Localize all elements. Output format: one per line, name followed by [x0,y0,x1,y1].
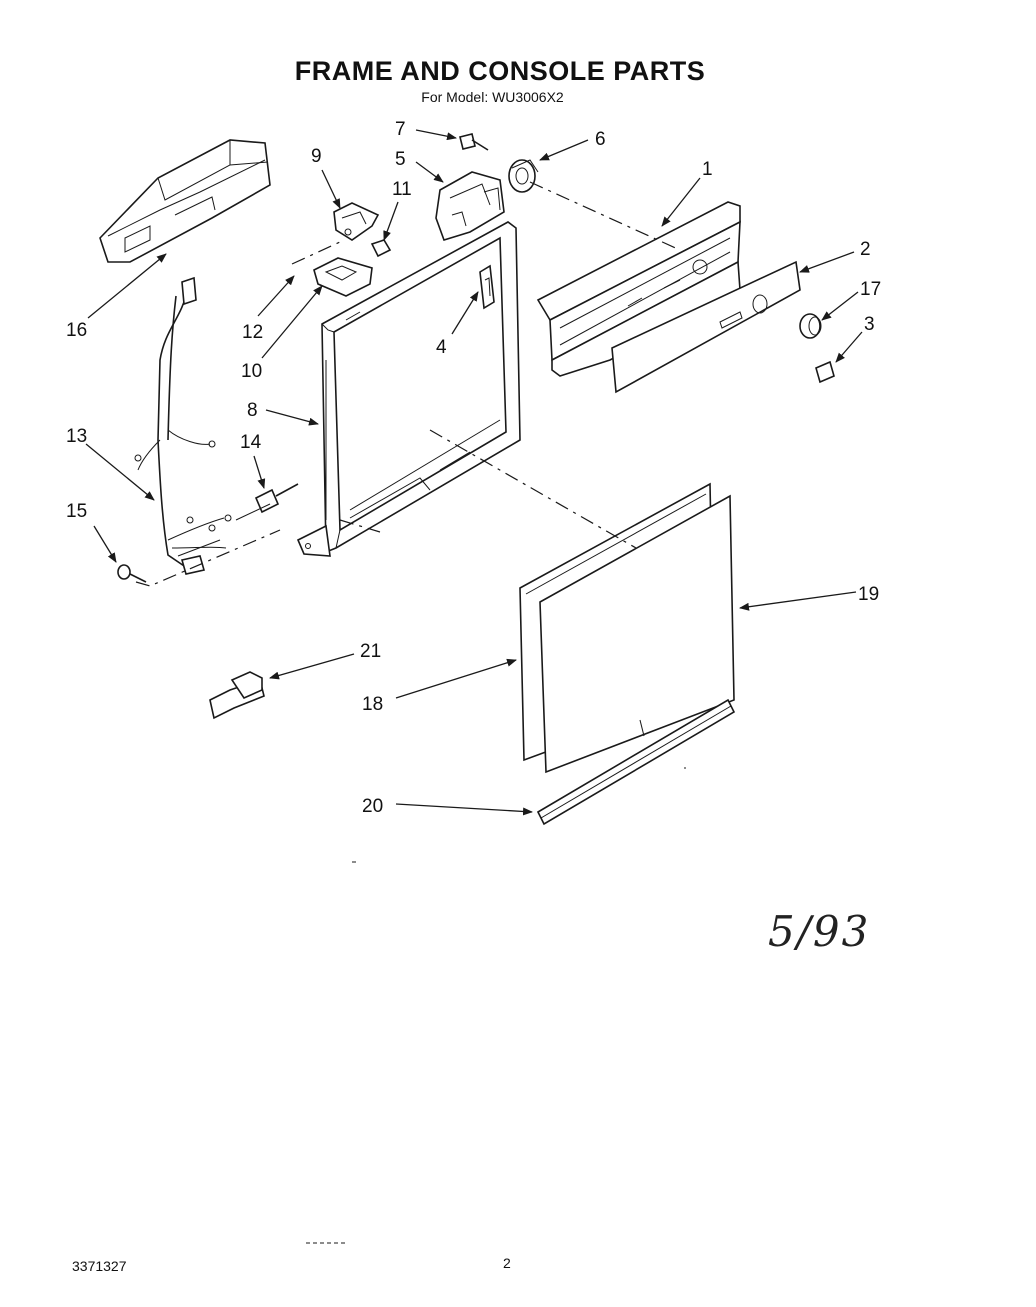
part-10-bracket [313,257,373,297]
part-19-front-panel [539,494,735,774]
part-16-bracket [99,139,271,263]
part-11-clip [370,239,392,258]
callout-20: 20 [362,796,383,817]
leader-lines [85,129,863,816]
part-13-wire-harness [134,276,232,575]
callout-7: 7 [395,119,406,140]
callout-4: 4 [436,337,447,358]
part-3-button [815,360,835,384]
callout-17: 17 [860,279,881,300]
page-number: 2 [503,1255,511,1271]
callout-8: 8 [247,400,258,421]
callout-5: 5 [395,149,406,170]
callout-12: 12 [242,322,263,343]
part-21-bracket [209,671,265,720]
callout-9: 9 [311,146,322,167]
callout-1: 1 [702,159,713,180]
callout-2: 2 [860,239,871,260]
model-subtitle: For Model: WU3006X2 [421,89,564,105]
callout-21: 21 [360,641,381,662]
part-1-console [536,201,741,377]
document-number: 3371327 [72,1258,127,1274]
part-17-knob [799,313,822,339]
part-15-screw [117,564,147,583]
part-6-cam [508,159,539,193]
callout-6: 6 [595,129,606,150]
part-2-overlay [611,260,801,394]
assembly-centerlines [135,181,681,587]
page-title: FRAME AND CONSOLE PARTS [294,56,706,86]
callout-14: 14 [240,432,262,453]
part-5-latch [435,171,505,241]
callout-15: 15 [66,501,87,522]
callout-19: 19 [858,584,879,605]
part-4-clip [479,264,495,310]
part-9-switch [333,202,380,241]
part-14-connector [235,483,299,521]
callout-13: 13 [66,426,87,447]
callout-16: 16 [66,320,87,341]
part-7-screw [459,133,489,151]
callout-11: 11 [392,179,412,200]
scan-marks [306,767,686,1244]
handwritten-date-note: 5/93 [768,907,871,956]
callout-18: 18 [362,694,383,715]
callout-10: 10 [241,361,262,382]
callout-labels: 7 6 5 1 9 11 2 17 3 16 12 4 10 8 13 14 1… [66,119,881,817]
callout-3: 3 [864,314,875,335]
part-20-trim-strip [536,698,736,826]
